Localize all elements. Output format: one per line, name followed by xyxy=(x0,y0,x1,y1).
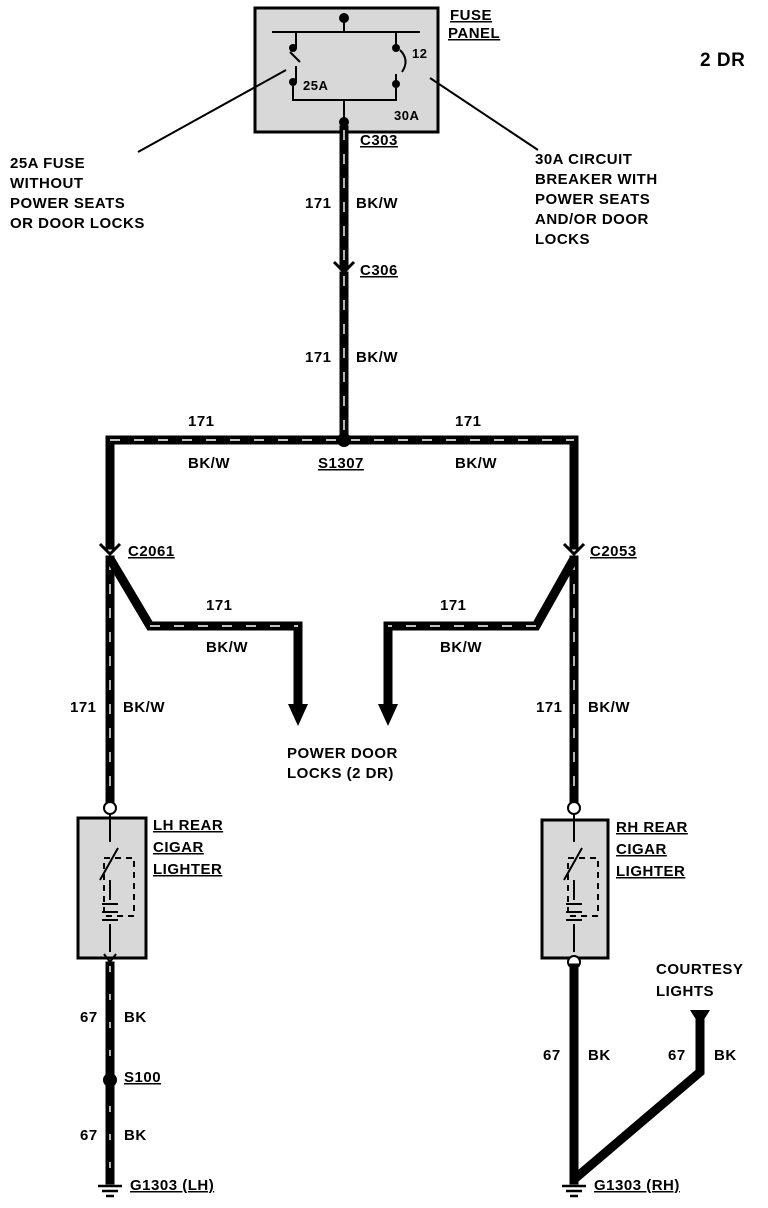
wire-label-color: BK xyxy=(124,1009,147,1026)
lh-lighter-label-2: CIGAR xyxy=(153,839,204,856)
wire-label-color: BK/W xyxy=(440,639,482,656)
ground-icon xyxy=(562,1184,586,1198)
svg-text:POWER SEATS: POWER SEATS xyxy=(10,195,125,212)
wire-label-color: BK/W xyxy=(188,455,230,472)
rh-lighter-label-2: CIGAR xyxy=(616,841,667,858)
wire-label-circuit: 67 xyxy=(668,1047,686,1064)
courtesy-lights-label-2: LIGHTS xyxy=(656,983,714,1000)
svg-text:LOCKS: LOCKS xyxy=(535,231,590,248)
wire-label-color: BK/W xyxy=(356,349,398,366)
ground-lh: G1303 (LH) xyxy=(130,1177,214,1194)
rh-lighter-label-3: LIGHTER xyxy=(616,863,685,880)
lh-lighter-label-1: LH REAR xyxy=(153,817,223,834)
wire-label-circuit: 171 xyxy=(455,413,482,430)
wire-label-color: BK xyxy=(588,1047,611,1064)
wire-label-circuit: 171 xyxy=(188,413,215,430)
rh-ground-wire xyxy=(562,963,710,1198)
svg-text:BREAKER WITH: BREAKER WITH xyxy=(535,171,658,188)
wire-label-circuit: 171 xyxy=(440,597,467,614)
breaker-number: 12 xyxy=(412,46,427,61)
courtesy-lights-label-1: COURTESY xyxy=(656,961,743,978)
fuse-panel-label-2: PANEL xyxy=(448,25,500,42)
right-branch-wire xyxy=(378,542,586,805)
ground-rh: G1303 (RH) xyxy=(594,1177,680,1194)
splice-s1307: S1307 xyxy=(318,455,364,472)
wire-label-circuit: 171 xyxy=(70,699,97,716)
lh-lighter-label-3: LIGHTER xyxy=(153,861,222,878)
rh-lighter-label-1: RH REAR xyxy=(616,819,688,836)
svg-text:WITHOUT: WITHOUT xyxy=(10,175,83,192)
wire-label-circuit: 67 xyxy=(80,1127,98,1144)
lh-cigar-lighter xyxy=(76,801,148,964)
wire-label-color: BK/W xyxy=(455,455,497,472)
splice-s100: S100 xyxy=(124,1069,161,1086)
destination-label-2: LOCKS (2 DR) xyxy=(287,765,394,782)
svg-text:AND/OR DOOR: AND/OR DOOR xyxy=(535,211,649,228)
svg-text:OR DOOR LOCKS: OR DOOR LOCKS xyxy=(10,215,145,232)
svg-text:POWER SEATS: POWER SEATS xyxy=(535,191,650,208)
connector-c306: C306 xyxy=(360,262,398,279)
ground-icon xyxy=(98,1184,122,1198)
wire-label-color: BK/W xyxy=(356,195,398,212)
wire-label-circuit: 67 xyxy=(543,1047,561,1064)
courtesy-lights-connector-icon xyxy=(690,1010,710,1026)
fuse-note: 25A FUSE WITHOUT POWER SEATS OR DOOR LOC… xyxy=(10,155,145,232)
breaker-rating: 30A xyxy=(394,108,419,123)
connector-c303: C303 xyxy=(360,132,398,149)
wire-label-color: BK xyxy=(124,1127,147,1144)
fuse-panel-label-1: FUSE xyxy=(450,7,492,24)
wire-label-circuit: 171 xyxy=(305,349,332,366)
splice-dot xyxy=(103,1073,117,1087)
lh-ground-wire xyxy=(98,961,122,1198)
arrow-down-icon xyxy=(378,704,398,726)
wire-label-circuit: 171 xyxy=(305,195,332,212)
destination-label-1: POWER DOOR xyxy=(287,745,398,762)
wire-label-circuit: 171 xyxy=(536,699,563,716)
main-feed-wire xyxy=(332,125,356,443)
svg-text:30A CIRCUIT: 30A CIRCUIT xyxy=(535,151,632,168)
arrow-down-icon xyxy=(288,704,308,726)
wire-label-circuit: 171 xyxy=(206,597,233,614)
breaker-note: 30A CIRCUIT BREAKER WITH POWER SEATS AND… xyxy=(535,151,658,248)
left-branch-wire xyxy=(98,542,308,805)
svg-text:25A FUSE: 25A FUSE xyxy=(10,155,85,172)
splice-dot xyxy=(337,433,351,447)
wire-label-color: BK xyxy=(714,1047,737,1064)
connector-c2061: C2061 xyxy=(128,543,175,560)
horizontal-bus-wire xyxy=(105,433,579,550)
wire-label-color: BK/W xyxy=(123,699,165,716)
wire-label-color: BK/W xyxy=(206,639,248,656)
connector-c2053: C2053 xyxy=(590,543,637,560)
wire-label-circuit: 67 xyxy=(80,1009,98,1026)
fuse-rating: 25A xyxy=(303,78,328,93)
wire-label-color: BK/W xyxy=(588,699,630,716)
fuse-panel: 25A 30A 12 xyxy=(253,6,440,134)
rh-cigar-lighter xyxy=(540,801,610,969)
variant-label: 2 DR xyxy=(700,50,745,71)
